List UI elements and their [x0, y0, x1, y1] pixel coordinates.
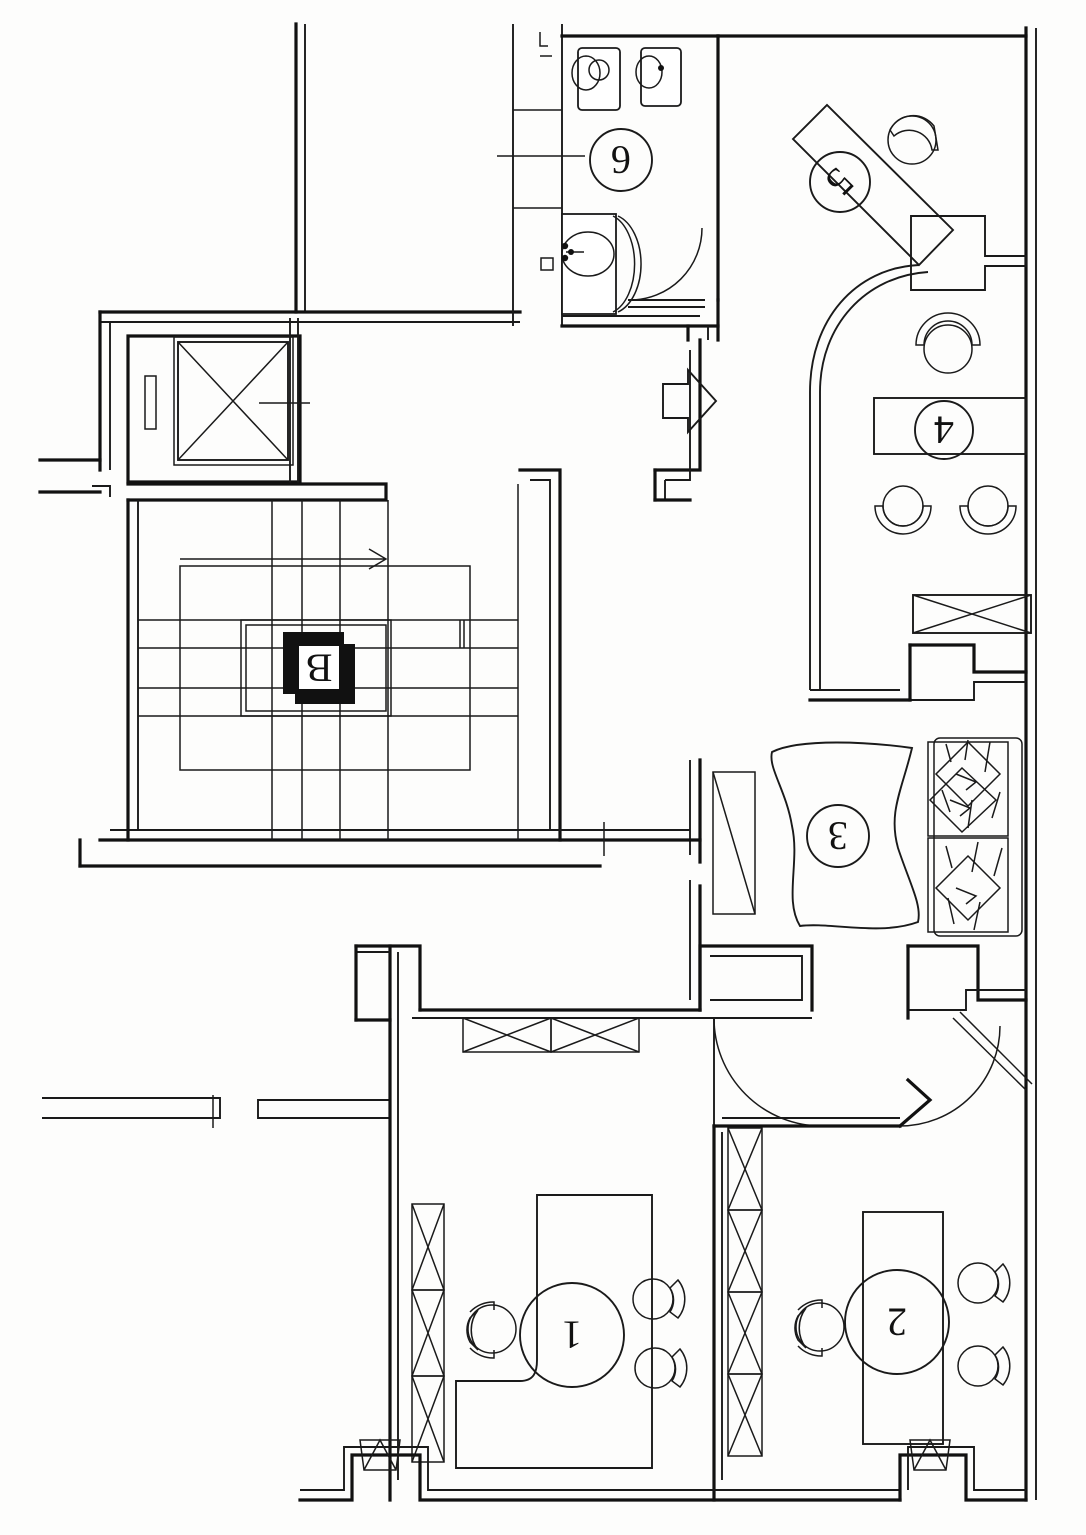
storage-closet-r4	[912, 594, 1032, 634]
chair-r5-a	[887, 114, 939, 165]
cushion-b	[928, 766, 998, 834]
exterior-wall-right	[1024, 26, 1037, 1502]
room-2-number-badge: 2	[844, 1269, 950, 1375]
room-1-number-badge: 1	[519, 1282, 625, 1388]
stair-up-arrow	[180, 548, 388, 570]
chair-r5-b	[915, 312, 981, 374]
bay-recess-left	[359, 1438, 401, 1471]
sofa-group	[927, 737, 1023, 937]
direction-arrow	[662, 367, 718, 435]
chair-r4-a	[874, 485, 932, 535]
lower-left-corridor	[42, 944, 422, 1502]
angled-door-lower-right	[897, 944, 1033, 1129]
conference-table	[873, 397, 1027, 455]
level-badge: B	[240, 619, 392, 717]
stair-core: B	[126, 482, 519, 842]
room-5-number: 5	[817, 159, 863, 205]
chair-r2-c	[957, 1345, 1011, 1387]
room-1-number: 1	[562, 1313, 582, 1358]
storage-closet-corridor	[462, 1017, 640, 1053]
door-swing-corridor	[712, 1017, 902, 1128]
level-badge-letter: B	[306, 646, 333, 691]
lavatory-fixture	[540, 213, 642, 315]
room-5-reception: 5	[716, 34, 1028, 690]
mid-corridor	[412, 944, 902, 1128]
diagonal-cabinet	[712, 771, 756, 915]
reception-desk	[791, 103, 955, 267]
chair-r2-b	[957, 1262, 1011, 1304]
chair-r1-a	[466, 1301, 517, 1359]
curved-partition-wall	[809, 264, 929, 690]
wall-jog-r4	[808, 643, 1028, 702]
room-2-number: 2	[887, 1300, 907, 1345]
room-3-number-badge: 3	[806, 804, 870, 868]
chair-r1-b	[632, 1278, 686, 1320]
storage-closet-r2	[727, 1127, 763, 1457]
room-6-number: 6	[611, 138, 631, 183]
upper-walls	[38, 22, 522, 497]
room-6-restroom: 6	[497, 24, 720, 342]
toilet-fixture-1	[571, 47, 621, 111]
room-4-meeting: 4	[808, 397, 1032, 702]
bottom-wall	[298, 1438, 1028, 1502]
storage-closet-r1	[411, 1203, 445, 1463]
rect-desk	[862, 1211, 944, 1445]
l-shaped-desk	[455, 1194, 653, 1469]
room-6-number-badge: 6	[589, 128, 653, 192]
organic-rug	[770, 741, 920, 930]
elevator-core	[126, 318, 310, 485]
room-2-office: 2	[712, 1124, 1011, 1502]
toilet-fixture-2	[635, 47, 682, 107]
restroom-door-swing	[628, 227, 705, 308]
room-3-lounge: 3	[689, 737, 1023, 1012]
credenza-right	[910, 215, 1027, 291]
chair-r4-b	[959, 485, 1017, 535]
room-5-number-badge: 5	[809, 151, 871, 213]
corridor-walls	[78, 338, 702, 868]
room-1-office: 1	[411, 1194, 688, 1469]
bay-recess-right	[909, 1438, 951, 1471]
chair-r1-c	[634, 1347, 688, 1389]
cushion-c	[934, 854, 1002, 922]
room-4-number: 4	[934, 408, 954, 453]
room-3-number: 3	[828, 814, 848, 859]
chair-r2-a	[794, 1299, 845, 1357]
room-4-number-badge: 4	[914, 400, 974, 460]
